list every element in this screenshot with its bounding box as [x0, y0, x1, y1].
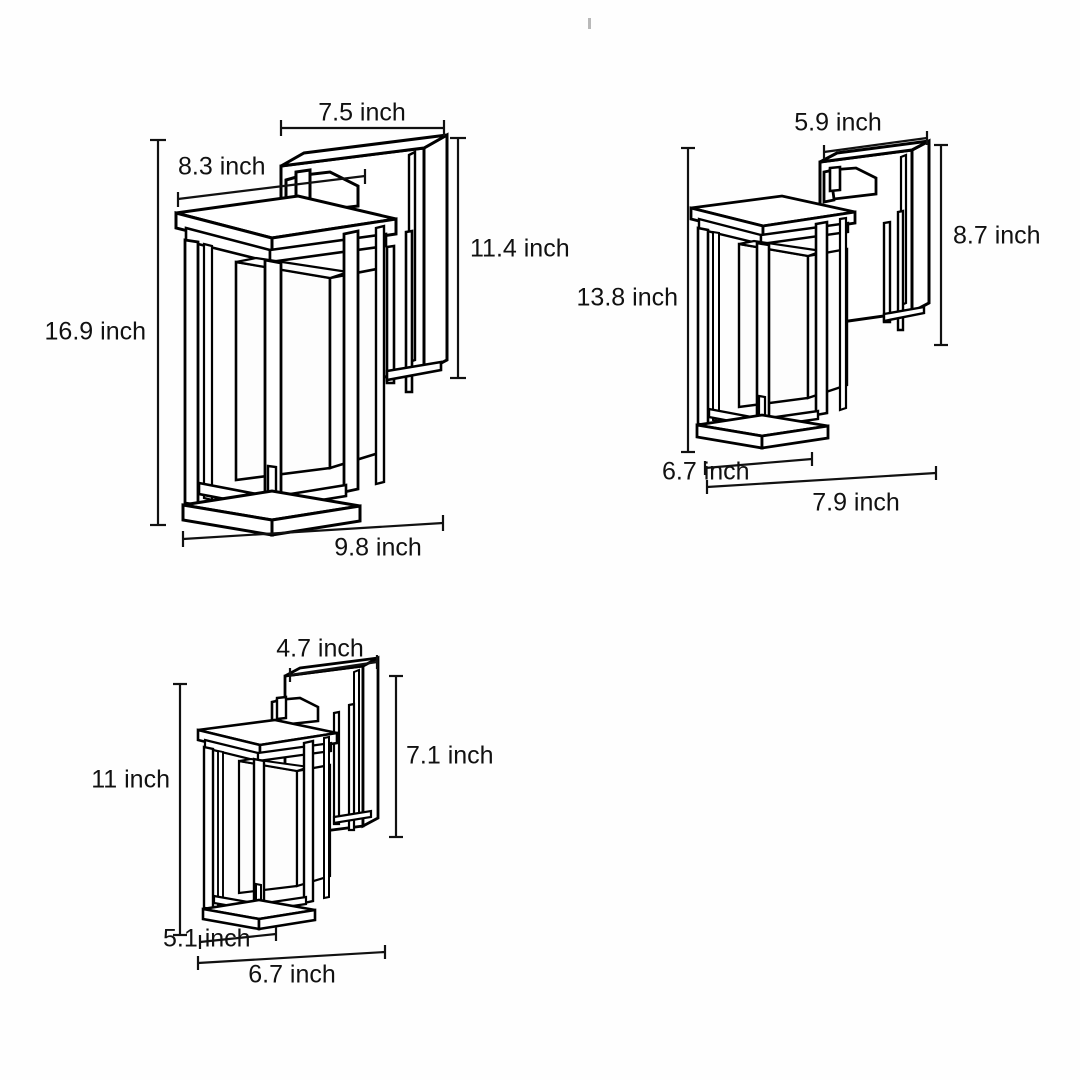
dim-small-backplate-width-label: 4.7 inch: [276, 635, 364, 663]
dim-medium-height: 13.8 inch: [577, 146, 695, 454]
dim-small-width-label: 6.7 inch: [248, 961, 336, 989]
dim-medium-width: 7.9 inch: [705, 466, 938, 517]
dim-large-width: 9.8 inch: [181, 515, 445, 562]
medium-rear-rods: [882, 209, 926, 332]
dim-medium-backplate-width: 5.9 inch: [794, 109, 929, 159]
dim-small-depth-label: 5.1 inch: [163, 925, 251, 953]
large-cage-frame: [183, 224, 386, 514]
dim-large-height: 16.9 inch: [45, 138, 166, 527]
dim-medium-backplate-height-label: 8.7 inch: [953, 222, 1041, 250]
dim-large-height-label: 16.9 inch: [45, 318, 146, 346]
dim-large-backplate-width-label: 7.5 inch: [318, 99, 406, 127]
dim-small-backplate-width: 4.7 inch: [276, 635, 379, 682]
medium-mount-arm: [822, 165, 878, 204]
figure-small-lantern: 11 inch 4.7 inch 7.1 inch 5.1: [91, 635, 493, 989]
small-glass-panel: [237, 757, 332, 895]
dim-small-height-label: 11 inch: [91, 766, 170, 794]
medium-glass-panel: [737, 239, 849, 409]
dim-medium-depth-label: 6.7 inch: [662, 458, 750, 486]
dim-large-depth: 8.3 inch: [176, 153, 367, 207]
figure-large-lantern: 16.9 inch 7.5 inch 8.3 inch 1: [45, 99, 570, 562]
large-base: [181, 464, 362, 537]
dim-large-backplate-height-label: 11.4 inch: [470, 235, 570, 263]
large-glass-panel: [234, 256, 384, 482]
dim-small-width: 6.7 inch: [196, 945, 387, 989]
dim-large-backplate-width: 7.5 inch: [279, 99, 446, 136]
dim-small-backplate-height-label: 7.1 inch: [406, 742, 494, 770]
dim-medium-depth: 6.7 inch: [662, 452, 814, 486]
dim-medium-backplate-width-label: 5.9 inch: [794, 109, 882, 137]
small-base: [201, 882, 317, 931]
dim-medium-backplate-height: 8.7 inch: [934, 143, 1041, 347]
stray-speck: [588, 18, 591, 29]
dim-small-backplate-height: 7.1 inch: [389, 674, 494, 839]
dim-large-backplate-height: 11.4 inch: [450, 136, 570, 380]
large-top-cap: [174, 194, 398, 264]
dim-medium-width-label: 7.9 inch: [812, 489, 900, 517]
dim-small-height: 11 inch: [91, 682, 187, 937]
figure-medium-lantern: 13.8 inch 5.9 inch 8.7 inch 6: [577, 109, 1041, 517]
dim-large-width-label: 9.8 inch: [334, 534, 422, 562]
medium-base: [695, 394, 830, 450]
dim-large-depth-label: 8.3 inch: [178, 153, 266, 181]
large-rear-rods: [385, 229, 443, 394]
dim-medium-height-label: 13.8 inch: [577, 284, 678, 312]
dim-small-depth: 5.1 inch: [163, 925, 278, 953]
